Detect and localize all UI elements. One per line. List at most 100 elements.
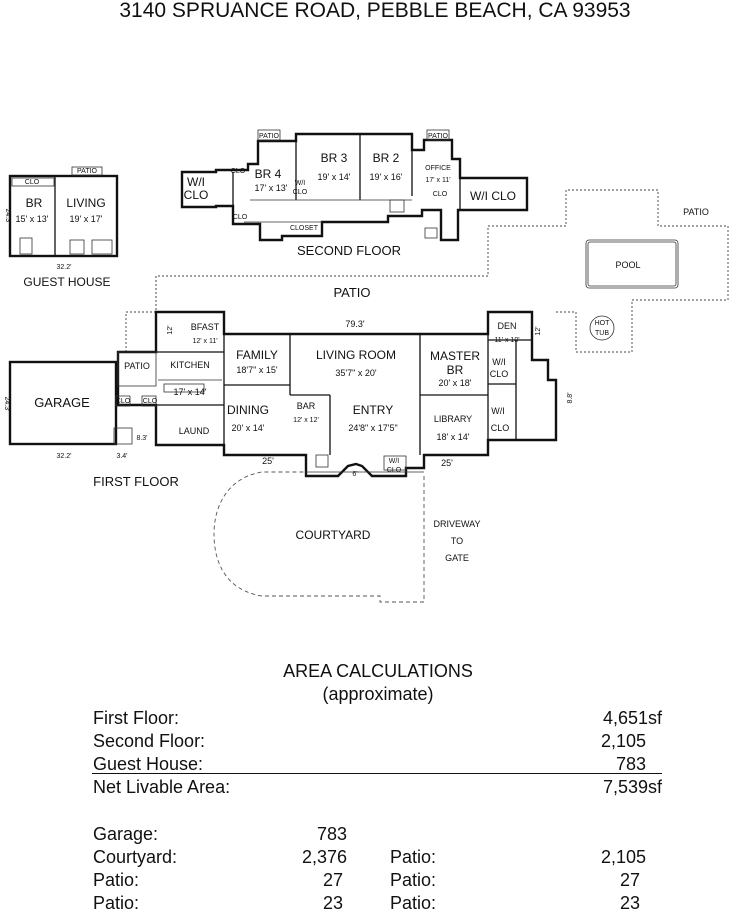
area-value-patio-l3: 23	[322, 893, 343, 913]
courtyard-label: COURTYARD	[296, 528, 371, 542]
dim-garage-height: 24.3'	[3, 397, 10, 412]
area-label-patio-r3: Patio:	[390, 893, 437, 913]
guest-house-plan: CLO PATIO BR 15' x 13' LIVING 19' x 17' …	[4, 166, 119, 289]
area-label-patio-l3: Patio:	[93, 893, 140, 913]
entry-wi-closet-line2: CLO	[387, 467, 402, 474]
area-label-net-livable: Net Livable Area:	[93, 777, 231, 797]
hot-tub-label-line1: HOT	[595, 320, 611, 327]
dim-width-total: 79.3'	[345, 319, 365, 329]
driveway-label-line3: GATE	[445, 553, 469, 563]
second-floor-patio-right-label: PATIO	[428, 133, 449, 140]
area-label-first-floor: First Floor:	[93, 708, 180, 728]
room-dining-dims: 20' x 14'	[232, 423, 265, 433]
area-calculations-subtitle: (approximate)	[322, 684, 434, 704]
pool-label: POOL	[615, 260, 640, 270]
garage-label: GARAGE	[34, 395, 90, 410]
room-office-name: OFFICE	[425, 165, 451, 172]
second-floor-wi-closet-small-line2: CLO	[293, 189, 308, 196]
library-wi-closet-line1: W/I	[491, 406, 505, 416]
area-value-second-floor: 2,105	[600, 731, 646, 751]
room-family-dims: 18'7" x 15'	[236, 365, 277, 375]
room-living-room-name: LIVING ROOM	[316, 348, 396, 362]
dim-entry-6: 6'	[352, 471, 357, 478]
first-floor-patio-left-label: PATIO	[124, 361, 150, 371]
guest-house-width-dim: 32.2'	[57, 264, 72, 271]
room-master-br-name2: BR	[447, 363, 464, 377]
area-label-courtyard: Courtyard:	[93, 847, 178, 867]
dim-bfast-12: 12'	[167, 325, 174, 334]
guest-house-height-dim: 24.3'	[4, 209, 11, 224]
room-living-room-dims: 35'7" x 20'	[335, 368, 376, 378]
area-value-patio-r2: 27	[619, 870, 640, 890]
room-entry-name: ENTRY	[353, 403, 393, 417]
room-master-br-dims: 20' x 18'	[439, 378, 472, 388]
dim-right-8-8: 8.8'	[567, 392, 574, 403]
driveway-label-line2: TO	[451, 536, 463, 546]
area-value-guest-house: 783	[615, 754, 646, 774]
room-br4-dims: 17' x 13'	[255, 183, 288, 193]
dim-small-3-4: 3.4'	[116, 453, 127, 460]
library-wi-closet-line2: CLO	[491, 423, 510, 433]
area-value-first-floor: 4,651sf	[602, 708, 662, 728]
guest-house-title: GUEST HOUSE	[23, 275, 110, 289]
second-floor-wi-closet-small-line1: W/I	[295, 180, 306, 187]
dim-right-25: 25'	[441, 458, 453, 468]
guest-house-patio-label: PATIO	[77, 168, 98, 175]
second-floor-wi-closet-left-line2: CLO	[184, 188, 209, 202]
room-family-name: FAMILY	[236, 348, 278, 362]
room-library-name: LIBRARY	[434, 414, 472, 424]
area-label-patio-l2: Patio:	[93, 870, 140, 890]
guest-room-br-dims: 15' x 13'	[16, 214, 49, 224]
first-floor-patio-right-label: PATIO	[683, 207, 709, 217]
second-floor-clo-label-1: CLO	[231, 168, 246, 175]
room-br2-name: BR 2	[373, 151, 400, 165]
room-br2-dims: 19' x 16'	[370, 172, 403, 182]
area-label-patio-r2: Patio:	[390, 870, 437, 890]
dim-garage-width: 32.2'	[57, 453, 72, 460]
room-den-dims: 11' x 10'	[494, 337, 519, 344]
second-floor-patio-left-label: PATIO	[259, 133, 280, 140]
guest-room-living-dims: 19' x 17'	[70, 214, 103, 224]
area-value-courtyard: 2,376	[301, 847, 347, 867]
room-entry-dims: 24'8" x 17'5"	[348, 423, 397, 433]
room-laund-name: LAUND	[179, 426, 210, 436]
property-address-title: 3140 SPRUANCE ROAD, PEBBLE BEACH, CA 939…	[119, 0, 630, 22]
guest-room-living-name: LIVING	[66, 196, 105, 210]
hot-tub-label-line2: TUB	[595, 330, 609, 337]
area-value-net-livable: 7,539sf	[602, 777, 662, 797]
room-master-br-name: MASTER	[430, 349, 480, 363]
first-floor-plan: PATIO PATIO POOL HOT TUB	[3, 189, 729, 603]
area-label-second-floor: Second Floor:	[93, 731, 206, 751]
second-floor-wi-closet-left-line1: W/I	[187, 175, 205, 189]
room-dining-name: DINING	[227, 403, 269, 417]
master-wi-closet-line1: W/I	[492, 357, 506, 367]
driveway-label-line1: DRIVEWAY	[433, 519, 480, 529]
room-br3-dims: 19' x 14'	[318, 172, 351, 182]
master-wi-closet-line2: CLO	[490, 369, 509, 379]
room-kitchen-dims: 17' x 14'	[174, 387, 207, 397]
room-library-dims: 18' x 14'	[437, 432, 470, 442]
second-floor-title: SECOND FLOOR	[297, 243, 401, 258]
room-bfast-dims: 12' x 11'	[192, 338, 217, 345]
room-kitchen-name: KITCHEN	[170, 360, 210, 370]
room-br3-name: BR 3	[321, 151, 348, 165]
second-floor-wi-closet-right: W/I CLO	[470, 189, 516, 203]
guest-house-clo-label: CLO	[25, 179, 40, 186]
area-value-garage: 783	[316, 824, 347, 844]
area-label-patio-r1: Patio:	[390, 847, 437, 867]
second-floor-clo-label-3: CLO	[433, 191, 448, 198]
first-floor-title: FIRST FLOOR	[93, 474, 179, 489]
area-label-garage: Garage:	[93, 824, 159, 844]
room-bar-name: BAR	[297, 401, 316, 411]
area-value-patio-r3: 23	[619, 893, 640, 913]
dim-left-25: 25'	[262, 456, 274, 466]
area-total-divider	[92, 773, 662, 774]
area-value-patio-l2: 27	[322, 870, 343, 890]
room-bfast-name: BFAST	[191, 322, 220, 332]
first-floor-clo-label-1: CLO	[116, 398, 131, 405]
second-floor-closet-label: CLOSET	[290, 225, 319, 232]
area-label-guest-house: Guest House:	[93, 754, 204, 774]
room-office-dims: 17' x 11'	[425, 177, 450, 184]
entry-wi-closet-line1: W/I	[389, 458, 400, 465]
